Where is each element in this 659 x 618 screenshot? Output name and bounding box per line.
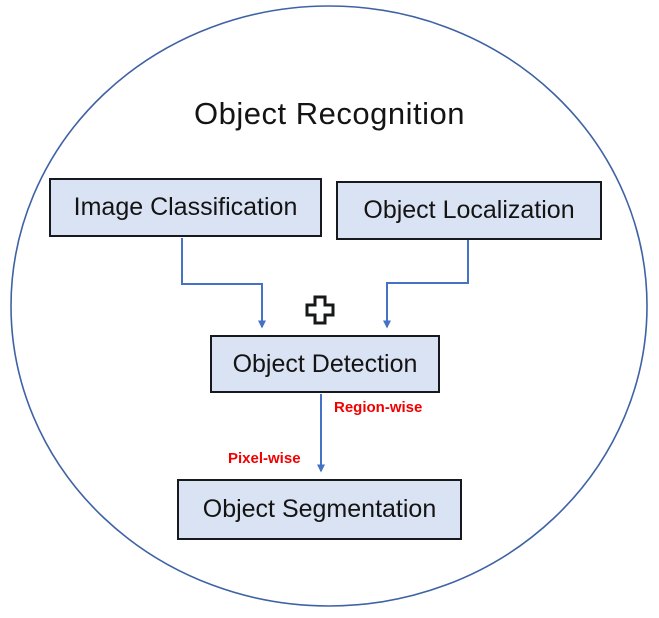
connector-image-classification-to-object-detection: [181, 238, 266, 329]
edge-label-pixel-wise: Pixel-wise: [228, 450, 301, 467]
node-label: Object Detection: [232, 349, 418, 378]
edge-label-region-wise: Region-wise: [334, 399, 423, 416]
diagram-title: Object Recognition: [194, 96, 465, 131]
node-object-segmentation: Object Segmentation: [177, 479, 462, 540]
node-object-localization: Object Localization: [336, 181, 602, 240]
plus-icon: [305, 295, 335, 325]
node-label: Object Localization: [363, 196, 575, 224]
node-label: Image Classification: [73, 193, 298, 221]
node-object-detection: Object Detection: [210, 335, 440, 393]
node-label: Object Segmentation: [202, 495, 437, 523]
node-image-classification: Image Classification: [49, 178, 322, 237]
enclosing-circle: [10, 5, 648, 607]
connector-object-localization-to-object-detection: [383, 240, 469, 329]
